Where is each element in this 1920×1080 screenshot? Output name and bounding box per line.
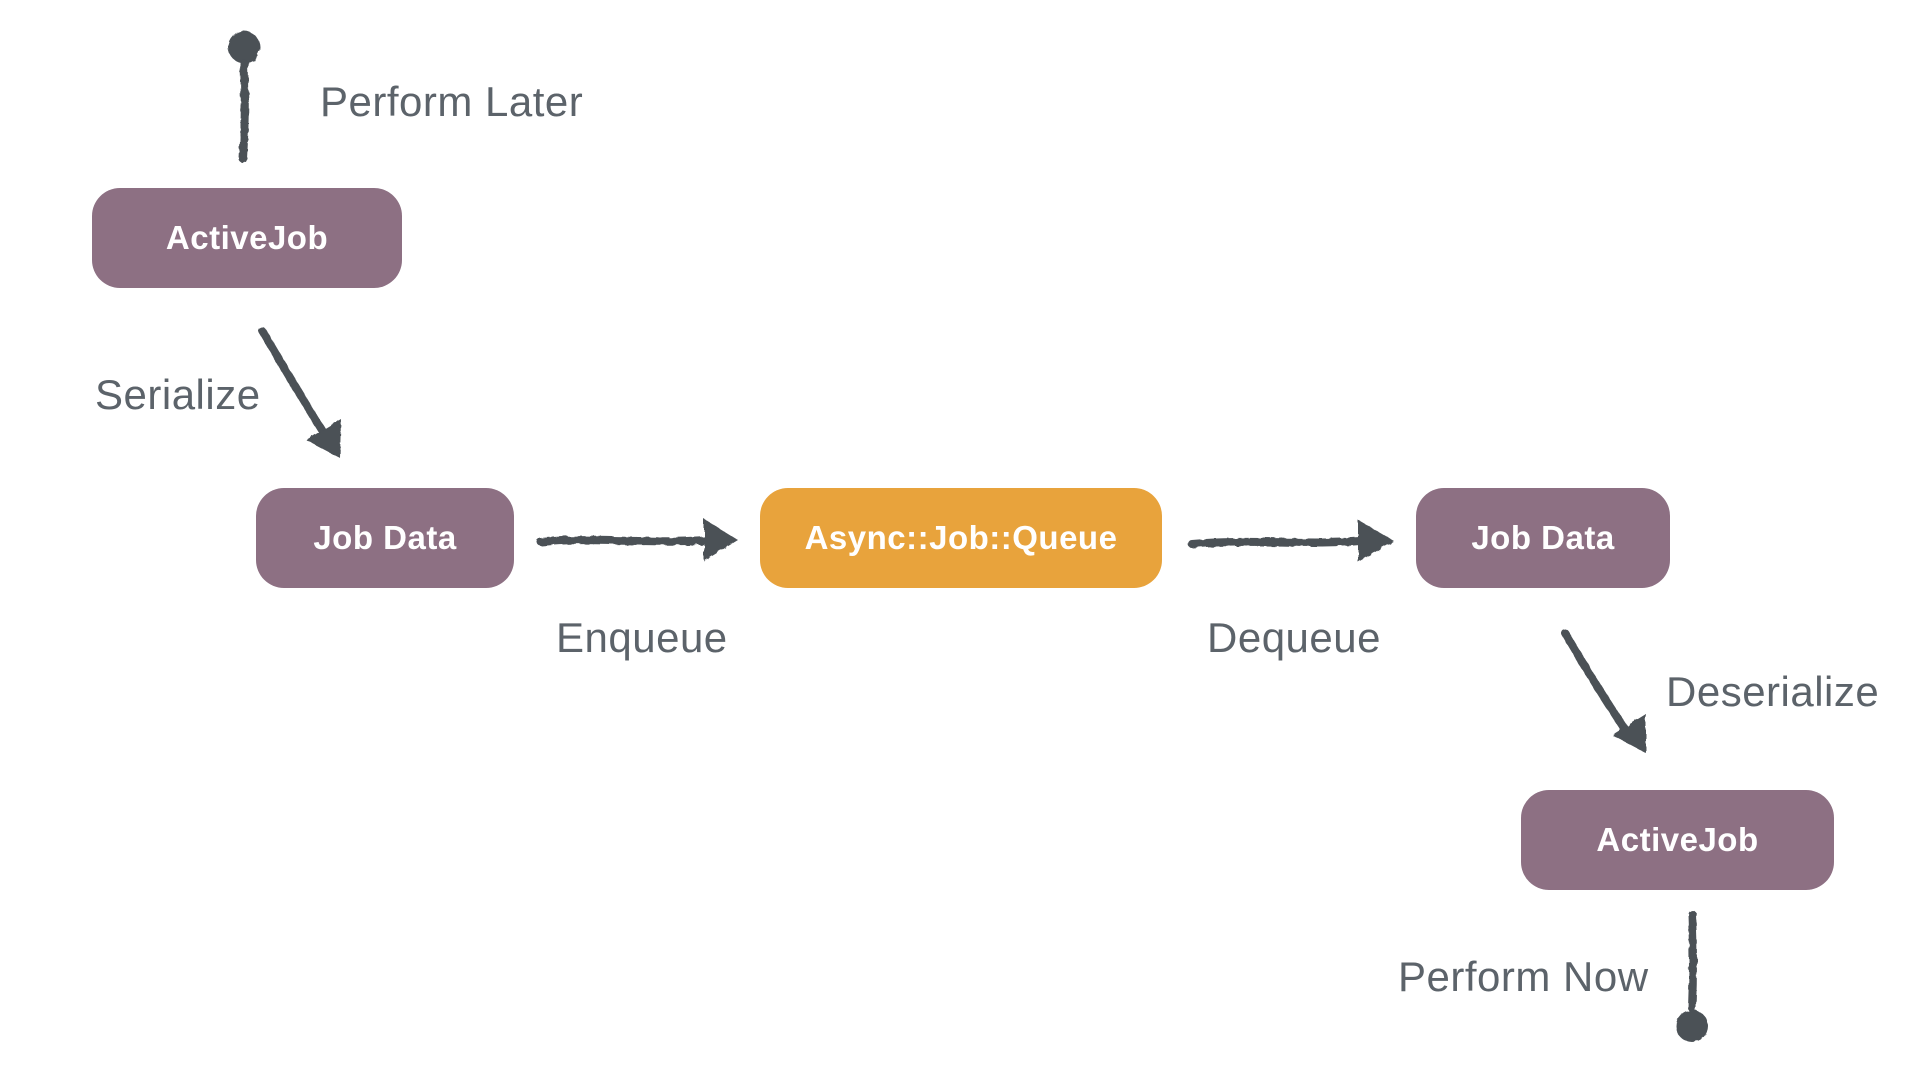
edge-label-dequeue: Dequeue (1207, 614, 1381, 661)
serialize-arrow-icon (259, 328, 341, 458)
node-job-data-serialized: Job Data (256, 488, 514, 588)
node-async-job-queue: Async::Job::Queue (760, 488, 1162, 588)
node-activejob-target: ActiveJob (1521, 790, 1834, 890)
perform-now-pin-icon (1676, 910, 1708, 1042)
node-activejob-source: ActiveJob (92, 188, 402, 288)
edge-label-perform-later: Perform Later (320, 78, 584, 125)
node-job-data-dequeued: Job Data (1416, 488, 1670, 588)
edge-label-perform-now: Perform Now (1398, 953, 1649, 1000)
dequeue-arrow-icon (1188, 520, 1394, 562)
deserialize-arrow-icon (1561, 629, 1646, 753)
edge-label-enqueue: Enqueue (556, 614, 728, 661)
perform-later-pin-icon (228, 31, 260, 163)
edge-label-serialize: Serialize (95, 371, 261, 418)
enqueue-arrow-icon (537, 519, 738, 561)
edge-label-deserialize: Deserialize (1666, 668, 1880, 715)
